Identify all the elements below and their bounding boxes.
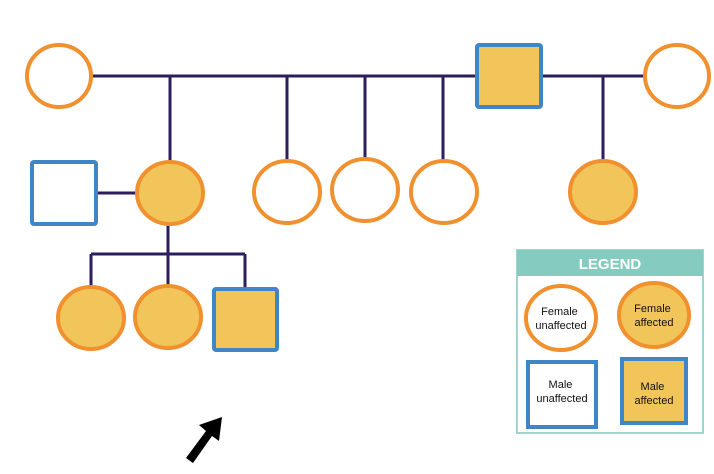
legend-male-unaffected-symbol: [526, 360, 598, 429]
legend-male-affected-label: Male affected: [635, 381, 674, 407]
legend-title: LEGEND: [579, 256, 642, 273]
legend-male-affected-symbol: [620, 357, 688, 425]
female-unaffected-g2-3: [330, 157, 400, 223]
legend-female-affected-symbol: [617, 281, 691, 349]
female-unaffected-g2-4: [409, 159, 479, 225]
female-unaffected-g2-2: [252, 159, 322, 225]
legend-female-affected-label: Female affected: [634, 303, 674, 329]
male-unaffected-g2-spouse: [30, 160, 98, 226]
legend-male-unaffected-label: Male unaffected: [536, 379, 587, 405]
female-affected-g3-2: [133, 284, 203, 350]
female-affected-g3-1: [56, 285, 126, 351]
female-unaffected-g1-right: [643, 43, 711, 109]
legend-female-unaffected-symbol: [524, 284, 598, 352]
male-affected-g1: [475, 43, 543, 109]
legend-female-unaffected-label: Female unaffected: [535, 306, 586, 332]
female-unaffected-g1-left: [25, 43, 93, 109]
male-affected-g3-proband: [212, 287, 279, 352]
legend: LEGEND Female unaffected Female affected…: [516, 249, 704, 434]
legend-header: [517, 250, 703, 276]
female-affected-g2-1: [135, 160, 205, 226]
female-affected-g2-5: [568, 159, 638, 225]
arrow-icon: [186, 417, 222, 463]
